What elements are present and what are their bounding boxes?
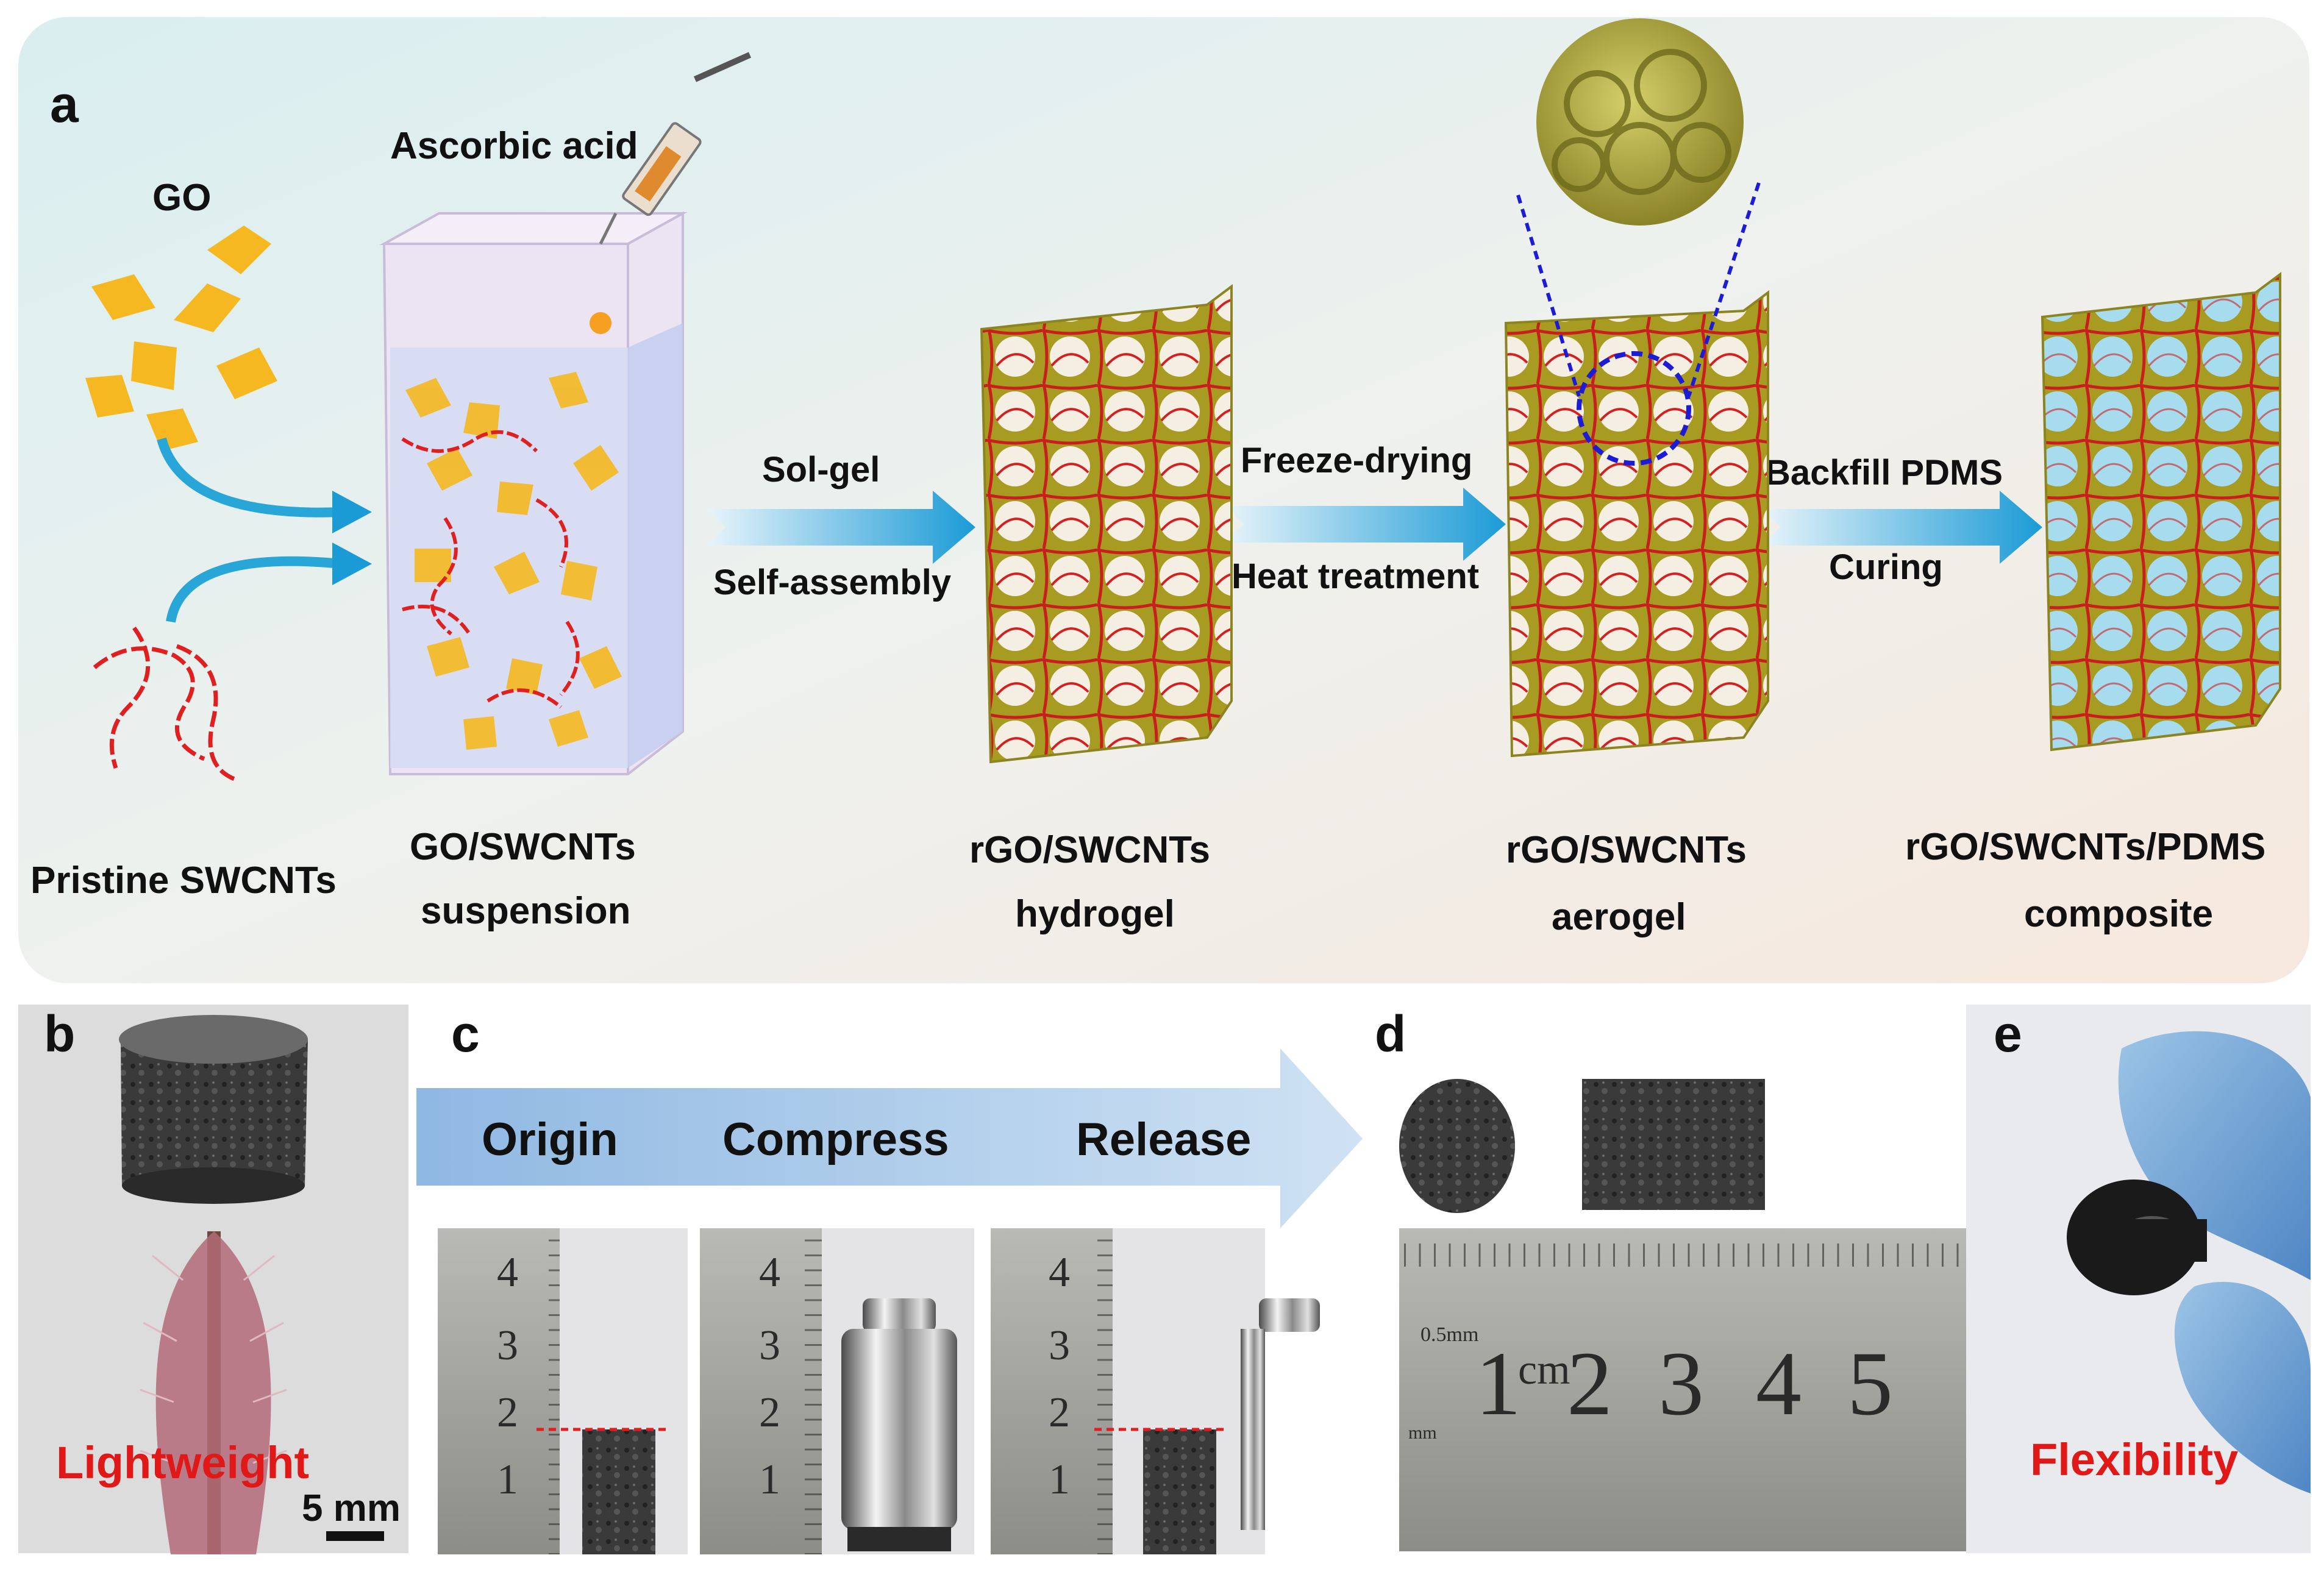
step-1-bottom: Self-assembly	[713, 563, 951, 602]
stage-4-line1: rGO/SWCNTs/PDMS	[1905, 826, 2265, 868]
ruler-c1-3: 3	[497, 1322, 518, 1369]
step-1-top: Sol-gel	[762, 450, 880, 489]
swcnt-label: Pristine SWCNTs	[30, 859, 337, 902]
flexibility-label: Flexibility	[2030, 1434, 2238, 1485]
ruler-d-5: 5	[1847, 1333, 1893, 1434]
panel-a: a GO Pristine SWCNTs	[18, 17, 2309, 983]
step-arrow-2	[1225, 488, 1506, 561]
ruler-d-1: 1	[1475, 1333, 1521, 1434]
phase-release: Release	[1076, 1114, 1251, 1165]
ruler-c3-4: 4	[1049, 1249, 1070, 1296]
panel-c: c Origin Compress Release 4 3 2 1 4	[416, 1005, 1363, 1554]
ruler-c2-4: 4	[759, 1249, 780, 1296]
ruler-c3-1: 1	[1049, 1456, 1070, 1503]
photo-release: 4 3 2 1	[991, 1228, 1320, 1554]
panel-e-letter: e	[1994, 1005, 2022, 1062]
stage-1-line1: GO/SWCNTs	[410, 826, 636, 868]
phase-arrow	[416, 1048, 1363, 1228]
phase-origin: Origin	[482, 1114, 618, 1165]
ruler-c1-4: 4	[497, 1249, 518, 1296]
scale-bar-label: 5 mm	[302, 1487, 401, 1529]
ruler-d-mm: mm	[1408, 1423, 1437, 1443]
step-arrow-3	[1762, 491, 2042, 564]
stage-3-line1: rGO/SWCNTs	[1506, 829, 1747, 871]
ruler-d-4: 4	[1756, 1333, 1802, 1434]
panel-e: e Flexibility	[1966, 1005, 2311, 1553]
step-arrow-1	[707, 491, 975, 564]
panel-c-letter: c	[451, 1005, 480, 1062]
stage-4-line2: composite	[2024, 893, 2213, 935]
panel-d-letter: d	[1375, 1005, 1406, 1062]
stage-2-line2: hydrogel	[1015, 893, 1175, 935]
panel-b: b Lightweight 5 mm	[18, 1005, 408, 1554]
drop-icon	[590, 312, 611, 334]
stage-1-line2: suspension	[421, 890, 631, 932]
step-3-top: Backfill PDMS	[1765, 453, 2003, 493]
ruler-d-unit: cm	[1518, 1347, 1570, 1393]
glove-icon	[2118, 1031, 2311, 1493]
panel-a-letter: a	[50, 76, 79, 133]
step-2-bottom: Heat treatment	[1232, 557, 1479, 596]
rect-sample	[1582, 1079, 1765, 1210]
stage-3-line2: aerogel	[1552, 896, 1686, 938]
ruler-c3-2: 2	[1049, 1389, 1070, 1436]
suspension-flakes	[405, 372, 622, 750]
zoom-circle	[1577, 351, 1691, 466]
beaker	[379, 211, 688, 775]
ruler-c3-3: 3	[1049, 1322, 1070, 1369]
go-label: GO	[152, 177, 211, 219]
merge-arrow-head-1	[332, 491, 372, 533]
plant-spike	[140, 1231, 287, 1554]
merge-arrow-head-2	[332, 543, 372, 585]
weight-release	[1241, 1298, 1320, 1530]
ruler-d-2: 2	[1567, 1333, 1613, 1434]
ruler-c1-2: 2	[497, 1389, 518, 1436]
panel-b-letter: b	[44, 1005, 75, 1062]
ruler-c2-2: 2	[759, 1389, 780, 1436]
photo-origin: 4 3 2 1	[438, 1228, 688, 1554]
scale-bar	[326, 1531, 384, 1541]
lightweight-label: Lightweight	[56, 1437, 309, 1488]
sample-release	[1143, 1429, 1216, 1554]
stage-2-line1: rGO/SWCNTs	[969, 829, 1210, 871]
sample-origin	[582, 1429, 655, 1554]
aerogel-cylinder	[119, 1015, 308, 1204]
reagent-label: Ascorbic acid	[390, 125, 638, 167]
step-3-bottom: Curing	[1829, 547, 1943, 587]
swcnt-icon	[93, 626, 239, 783]
phase-compress: Compress	[722, 1114, 949, 1165]
composite-block	[2041, 272, 2281, 752]
syringe-icon	[599, 52, 752, 245]
weight-compress	[841, 1298, 957, 1551]
ruler-c1-1: 1	[497, 1456, 518, 1503]
merge-arrows	[157, 437, 342, 623]
step-2-top: Freeze-drying	[1241, 441, 1472, 480]
disc-sample	[1399, 1079, 1515, 1213]
ruler-d-3: 3	[1658, 1333, 1704, 1434]
photo-compress: 4 3 2 1	[700, 1228, 974, 1554]
suspension-nanotubes	[401, 430, 580, 709]
ruler-c2-3: 3	[759, 1322, 780, 1369]
aerogel-block	[1504, 18, 1769, 758]
hydrogel-block	[980, 284, 1233, 764]
ruler-d-minor-unit: 0.5mm	[1420, 1323, 1478, 1346]
bent-sample	[2067, 1179, 2207, 1295]
ruler-c2-1: 1	[759, 1456, 780, 1503]
